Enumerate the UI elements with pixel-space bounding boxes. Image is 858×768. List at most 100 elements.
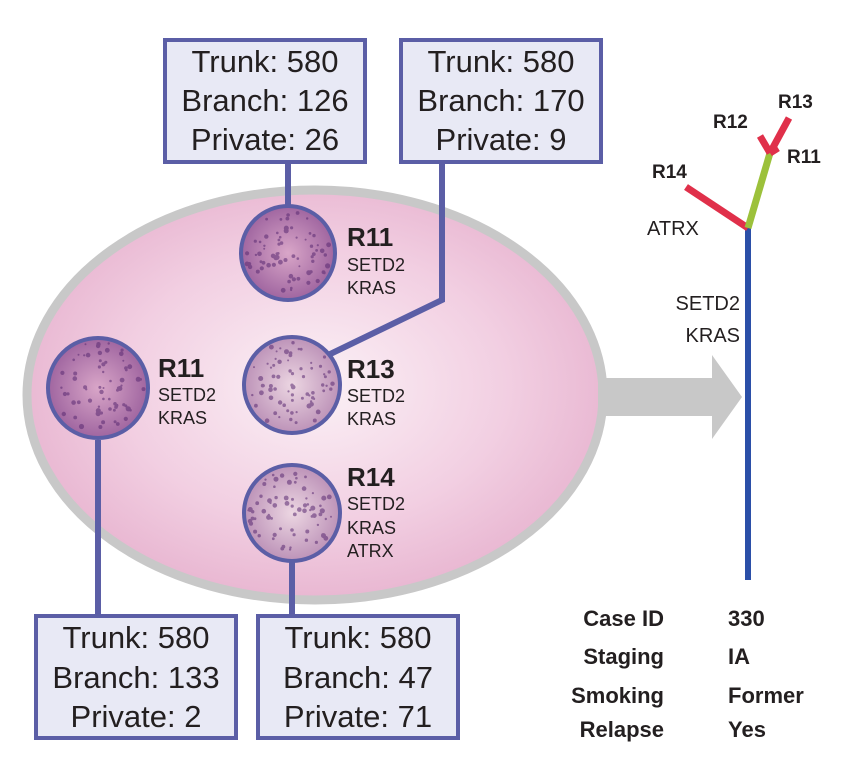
- cell-nucleus: [72, 358, 75, 362]
- region-r12-label: R11 SETD2 KRAS: [347, 222, 405, 298]
- cell-nucleus: [261, 508, 267, 514]
- svg-text:Trunk: 580: Trunk: 580: [284, 620, 431, 655]
- cell-nucleus: [308, 232, 312, 235]
- cell-nucleus: [329, 387, 333, 391]
- cell-nucleus: [102, 397, 105, 401]
- cell-nucleus: [268, 384, 273, 388]
- cell-nucleus: [309, 244, 314, 248]
- cell-nucleus: [322, 271, 326, 275]
- cell-nucleus: [251, 393, 254, 397]
- cell-nucleus: [247, 509, 250, 512]
- cell-nucleus: [310, 361, 313, 364]
- cell-nucleus: [72, 376, 78, 381]
- cell-nucleus: [271, 473, 275, 477]
- cell-nucleus: [273, 485, 276, 489]
- cell-nucleus: [284, 349, 289, 355]
- cell-nucleus: [76, 400, 81, 405]
- cell-nucleus: [139, 378, 143, 381]
- svg-text:Private: 71: Private: 71: [284, 699, 432, 734]
- cell-nucleus: [312, 233, 316, 238]
- sample-r11-image: [46, 336, 150, 440]
- cell-nucleus: [310, 366, 314, 370]
- cell-nucleus: [304, 475, 307, 479]
- svg-text:Former: Former: [728, 683, 804, 708]
- cell-nucleus: [254, 253, 258, 257]
- cell-nucleus: [97, 405, 101, 408]
- svg-text:330: 330: [728, 606, 765, 631]
- cell-nucleus: [295, 411, 298, 414]
- svg-text:Private: 2: Private: 2: [71, 699, 202, 734]
- cell-nucleus: [301, 486, 307, 491]
- svg-text:Private: 9: Private: 9: [436, 122, 567, 157]
- cell-nucleus: [71, 400, 76, 405]
- cell-nucleus: [316, 523, 320, 527]
- cell-nucleus: [257, 251, 262, 257]
- cell-nucleus: [306, 280, 311, 285]
- cell-nucleus: [284, 501, 290, 506]
- cell-nucleus: [266, 362, 269, 365]
- cell-nucleus: [293, 480, 297, 484]
- cell-nucleus: [325, 384, 328, 387]
- cell-nucleus: [302, 508, 307, 514]
- cell-nucleus: [124, 404, 126, 407]
- cell-nucleus: [285, 216, 290, 221]
- cell-nucleus: [275, 350, 278, 353]
- tree-label-r12: R12: [713, 112, 748, 133]
- cell-nucleus: [290, 383, 294, 387]
- cell-nucleus: [247, 264, 253, 270]
- cell-nucleus: [269, 344, 274, 350]
- cell-nucleus: [283, 258, 288, 262]
- cell-nucleus: [287, 279, 291, 284]
- svg-text:KRAS: KRAS: [347, 409, 396, 429]
- tree-label-r14: R14: [652, 162, 687, 183]
- cell-nucleus: [264, 418, 270, 424]
- svg-text:SETD2: SETD2: [347, 255, 405, 275]
- cell-nucleus: [308, 394, 311, 397]
- cell-nucleus: [318, 364, 323, 368]
- cell-nucleus: [290, 528, 294, 532]
- cell-nucleus: [290, 411, 294, 415]
- cell-nucleus: [273, 411, 278, 416]
- cell-nucleus: [274, 495, 278, 500]
- cell-nucleus: [323, 535, 329, 541]
- cell-nucleus: [120, 384, 123, 387]
- cell-nucleus: [322, 389, 326, 393]
- svg-text:Trunk: 580: Trunk: 580: [191, 44, 338, 79]
- svg-text:Smoking: Smoking: [571, 683, 664, 708]
- cell-nucleus: [95, 411, 101, 417]
- cell-nucleus: [101, 420, 106, 425]
- cell-nucleus: [277, 238, 281, 242]
- cell-nucleus: [330, 381, 335, 386]
- cell-nucleus: [309, 400, 313, 403]
- tree-label-r13: R13: [778, 92, 813, 113]
- cell-nucleus: [319, 504, 322, 508]
- cell-nucleus: [279, 347, 282, 350]
- cell-nucleus: [306, 503, 310, 506]
- cell-nucleus: [316, 244, 319, 247]
- cell-nucleus: [295, 476, 298, 480]
- cell-nucleus: [295, 211, 300, 215]
- cell-nucleus: [250, 516, 255, 521]
- cell-nucleus: [291, 497, 294, 501]
- cell-nucleus: [323, 375, 327, 379]
- cell-nucleus: [115, 403, 119, 408]
- cell-nucleus: [296, 276, 301, 281]
- cell-nucleus: [322, 355, 327, 359]
- cell-nucleus: [264, 234, 269, 239]
- svg-text:Branch: 126: Branch: 126: [181, 83, 348, 118]
- tree-gene-kras: KRAS: [686, 325, 740, 347]
- svg-text:Branch: 47: Branch: 47: [283, 660, 433, 695]
- cell-nucleus: [73, 415, 78, 420]
- cell-nucleus: [321, 495, 327, 501]
- cell-nucleus: [107, 342, 110, 345]
- histology-samples: [46, 204, 342, 563]
- cell-nucleus: [319, 508, 325, 514]
- cell-nucleus: [271, 537, 275, 541]
- cell-nucleus: [297, 507, 302, 512]
- count-box-r13: Trunk: 580 Branch: 170 Private: 9: [399, 38, 603, 164]
- cell-nucleus: [305, 497, 308, 500]
- cell-nucleus: [278, 259, 283, 265]
- cell-nucleus: [60, 370, 65, 375]
- cell-nucleus: [302, 503, 308, 508]
- tree-branch-r14: [684, 184, 750, 231]
